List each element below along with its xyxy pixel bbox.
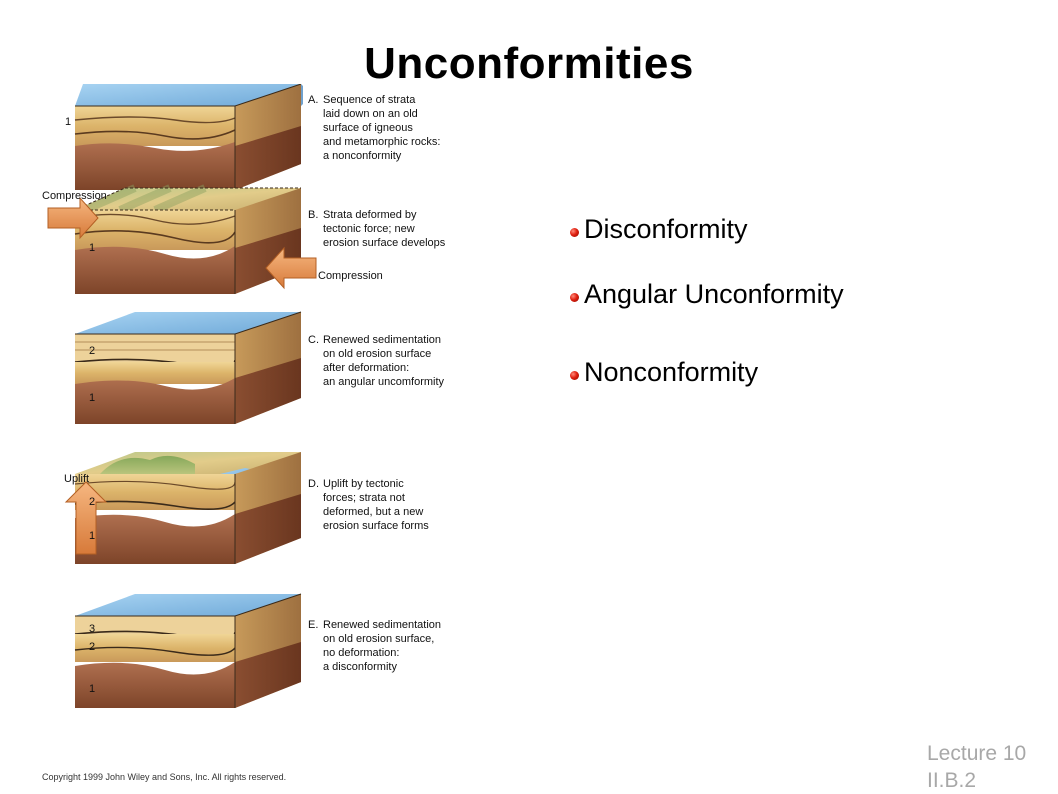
compression-arrow-right bbox=[265, 246, 317, 290]
panel-c-layer-2: 2 bbox=[89, 345, 95, 357]
panel-e-letter: E. bbox=[308, 619, 318, 631]
compression-label-left: Compression bbox=[42, 190, 107, 202]
panel-b-line-1: Strata deformed by bbox=[323, 209, 417, 221]
bullet-text: Disconformity bbox=[584, 214, 748, 244]
bullet-text: Angular Unconformity bbox=[584, 279, 844, 309]
panel-d-line-1: Uplift by tectonic bbox=[323, 478, 404, 490]
slide-footer: Lecture 10 II.B.2 bbox=[927, 740, 1026, 794]
panel-c-letter: C. bbox=[308, 334, 319, 346]
panel-b-line-2: tectonic force; new bbox=[323, 223, 415, 235]
panel-a-letter: A. bbox=[308, 94, 318, 106]
panel-d-caption: D. Uplift by tectonic forces; strata not… bbox=[308, 478, 429, 532]
panel-e-layer-1: 1 bbox=[89, 683, 95, 695]
panel-b-caption: B. Strata deformed by tectonic force; ne… bbox=[308, 209, 446, 249]
unconformity-diagram: Compression Compression Uplift 1 1 2 1 2… bbox=[42, 84, 446, 708]
uplift-arrow bbox=[64, 481, 108, 555]
panel-c-line-4: an angular uncomformity bbox=[323, 376, 445, 388]
bullet-icon bbox=[570, 293, 579, 302]
panel-a-line-2: laid down on an old bbox=[323, 108, 418, 120]
footer-lecture: Lecture 10 bbox=[927, 742, 1027, 765]
panel-d-layer-1: 1 bbox=[89, 530, 95, 542]
panel-b-block bbox=[74, 184, 301, 294]
footer-section: II.B.2 bbox=[927, 769, 977, 792]
panel-c-line-3: after deformation: bbox=[323, 362, 409, 374]
slide-title: Unconformities bbox=[364, 39, 694, 88]
panel-d-letter: D. bbox=[308, 478, 319, 490]
panel-a-block bbox=[74, 84, 303, 190]
panel-c-line-1: Renewed sedimentation bbox=[323, 334, 441, 346]
compression-label-right: Compression bbox=[318, 270, 383, 282]
panel-c-line-2: on old erosion surface bbox=[323, 348, 431, 360]
panel-c-layer-1: 1 bbox=[89, 392, 95, 404]
panel-b-letter: B. bbox=[308, 209, 318, 221]
panel-a-layer-1: 1 bbox=[65, 116, 71, 128]
uplift-label: Uplift bbox=[64, 473, 89, 485]
panel-b-line-3: erosion surface develops bbox=[323, 237, 446, 249]
compression-arrow-left bbox=[47, 196, 99, 240]
panel-c-block bbox=[74, 311, 302, 424]
panel-d-line-3: deformed, but a new bbox=[323, 506, 423, 518]
panel-e-layer-3: 3 bbox=[89, 623, 95, 635]
panel-a-line-3: surface of igneous bbox=[323, 122, 413, 134]
panel-d-line-4: erosion surface forms bbox=[323, 520, 429, 532]
bullet-text: Nonconformity bbox=[584, 357, 759, 387]
panel-e-line-2: on old erosion surface, bbox=[323, 633, 434, 645]
panel-d-block bbox=[74, 452, 301, 564]
panel-e-block bbox=[74, 593, 302, 708]
panel-d-line-2: forces; strata not bbox=[323, 492, 405, 504]
panel-a-caption: A. Sequence of strata laid down on an ol… bbox=[308, 94, 440, 162]
panel-a-line-1: Sequence of strata bbox=[323, 94, 416, 106]
panel-d-layer-2: 2 bbox=[89, 496, 95, 508]
panel-b-layer-1: 1 bbox=[89, 242, 95, 254]
bullet-icon bbox=[570, 228, 579, 237]
panel-c-caption: C. Renewed sedimentation on old erosion … bbox=[308, 334, 445, 388]
panel-e-line-3: no deformation: bbox=[323, 647, 399, 659]
panel-e-layer-2: 2 bbox=[89, 641, 95, 653]
copyright-notice: Copyright 1999 John Wiley and Sons, Inc.… bbox=[42, 772, 287, 782]
bullet-icon bbox=[570, 371, 579, 380]
panel-e-caption: E. Renewed sedimentation on old erosion … bbox=[308, 619, 441, 673]
panel-a-line-4: and metamorphic rocks: bbox=[323, 136, 440, 148]
panel-e-line-1: Renewed sedimentation bbox=[323, 619, 441, 631]
panel-e-line-4: a disconformity bbox=[323, 661, 397, 673]
panel-a-line-5: a nonconformity bbox=[323, 150, 402, 162]
